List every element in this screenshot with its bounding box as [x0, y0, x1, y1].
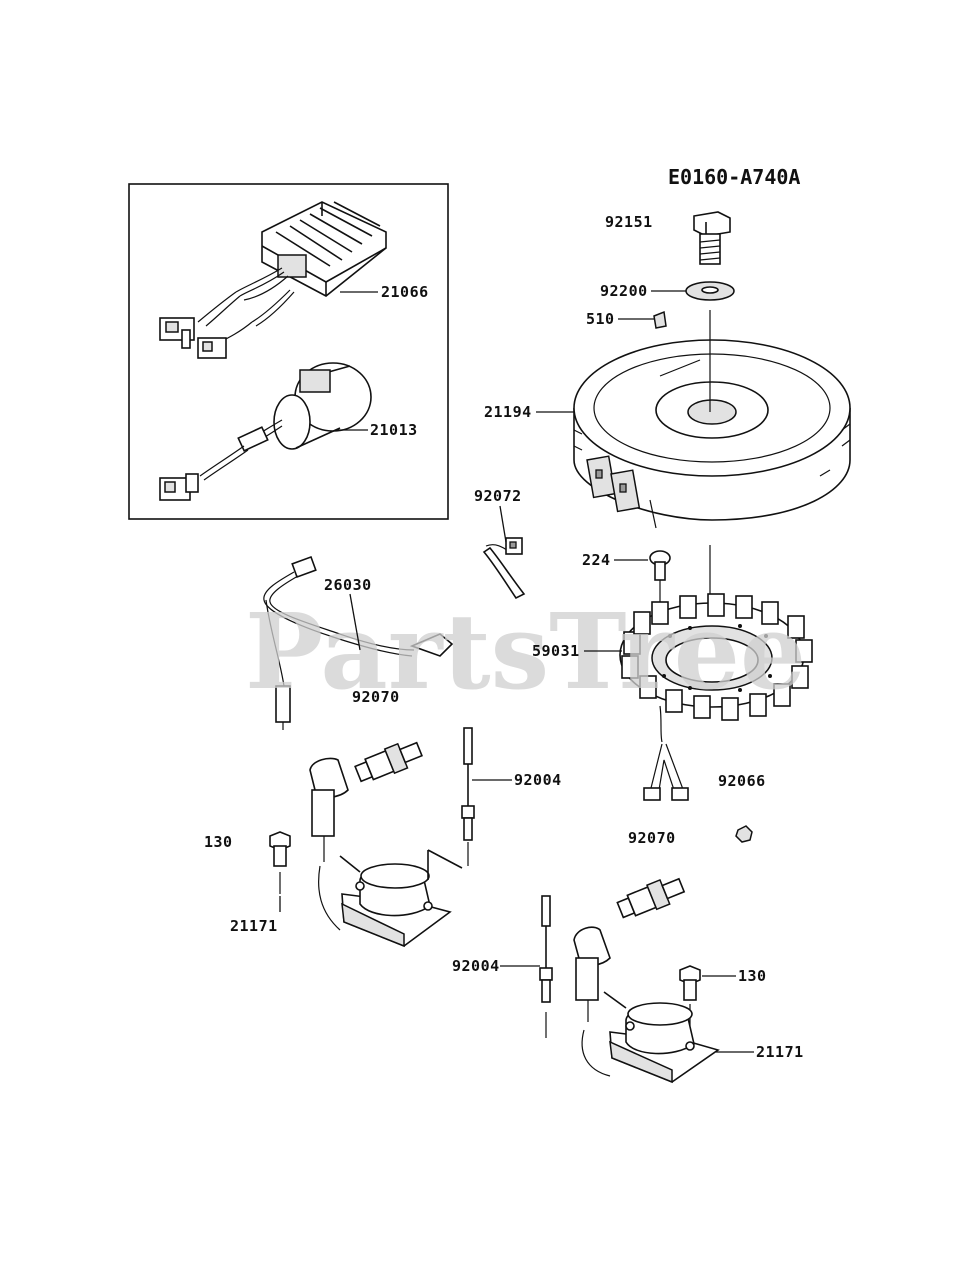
- part-label-21171-upper[interactable]: 21171: [230, 917, 278, 935]
- regulator-drawing: [159, 201, 387, 359]
- part-label-92072[interactable]: 92072: [474, 487, 522, 505]
- part-label-130-upper[interactable]: 130: [204, 833, 233, 851]
- part-label-92070-lower[interactable]: 92070: [628, 829, 676, 847]
- spark-plug-upper-drawing: [354, 741, 423, 783]
- screw-drawing: [649, 550, 671, 608]
- part-label-92004-lower[interactable]: 92004: [452, 957, 500, 975]
- part-label-21013[interactable]: 21013: [370, 421, 418, 439]
- stud-upper-drawing: [461, 727, 475, 866]
- part-label-21194[interactable]: 21194: [484, 403, 532, 421]
- flywheel-drawing: [573, 339, 851, 529]
- part-label-92070-upper[interactable]: 92070: [352, 688, 400, 706]
- part-label-92151[interactable]: 92151: [605, 213, 653, 231]
- key-drawing: [653, 310, 667, 329]
- bolt-130-lower-drawing: [679, 965, 701, 1026]
- stator-drawing: [619, 593, 813, 801]
- leader-lines: [336, 290, 754, 1053]
- condenser-drawing: [159, 362, 372, 501]
- part-label-92200[interactable]: 92200: [600, 282, 648, 300]
- part-label-59031[interactable]: 59031: [532, 642, 580, 660]
- nut-drawing: [735, 825, 753, 843]
- plug-cap-upper-drawing: [309, 757, 349, 931]
- lead-wire-drawing: [263, 555, 454, 730]
- part-label-21066[interactable]: 21066: [381, 283, 429, 301]
- plug-cap-lower-drawing: [573, 926, 611, 1077]
- bolt-130-upper-drawing: [269, 831, 291, 894]
- washer-drawing: [685, 281, 735, 301]
- part-label-510[interactable]: 510: [586, 310, 615, 328]
- diagram-code: E0160-A740A: [668, 165, 800, 189]
- spark-plug-lower-drawing: [616, 877, 686, 919]
- bracket-drawing: [482, 537, 526, 600]
- inset-box: [128, 183, 449, 520]
- ignition-coil-lower-drawing: [603, 991, 720, 1084]
- part-label-21171-lower[interactable]: 21171: [756, 1043, 804, 1061]
- part-label-26030[interactable]: 26030: [324, 576, 372, 594]
- ignition-coil-upper-drawing: [339, 849, 463, 948]
- part-labels: 92151 92200 510 21066 21013 21194 92072 …: [204, 213, 804, 1061]
- part-label-92066[interactable]: 92066: [718, 772, 766, 790]
- part-label-92004-upper[interactable]: 92004: [514, 771, 562, 789]
- watermark-text: PartsTree: [245, 590, 806, 713]
- stud-lower-drawing: [539, 895, 553, 1038]
- part-label-224[interactable]: 224: [582, 551, 611, 569]
- bolt-drawing: [693, 211, 731, 265]
- part-label-130-lower[interactable]: 130: [738, 967, 767, 985]
